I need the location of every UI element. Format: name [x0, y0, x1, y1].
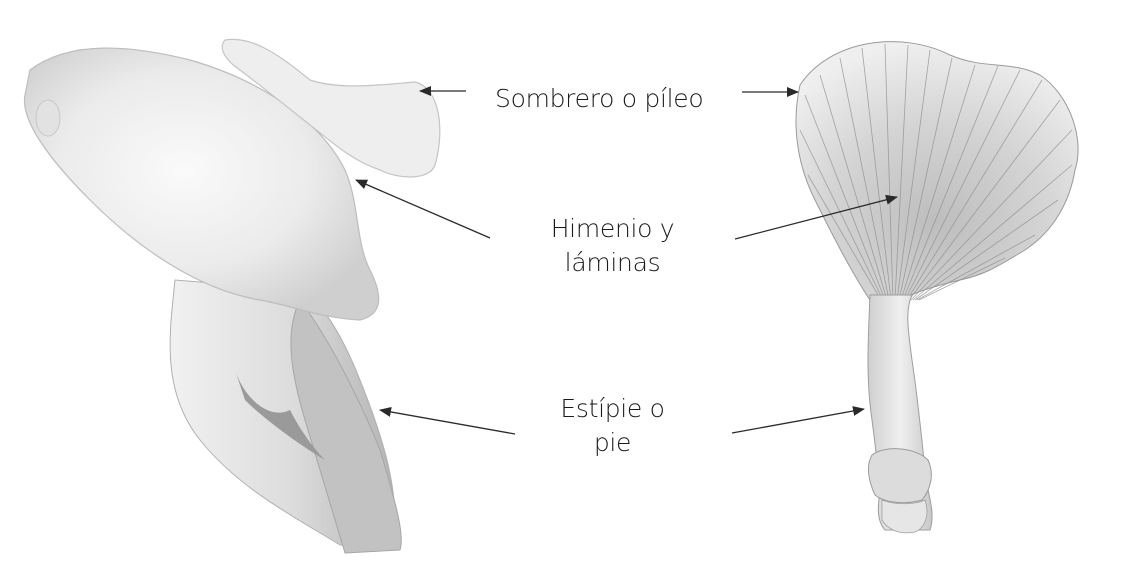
- label-pileus-text: Sombrero o píleo: [495, 82, 735, 116]
- label-hymenium: Himenio y láminas: [500, 212, 725, 280]
- right-mushroom-base: [868, 449, 931, 503]
- right-mushroom: [796, 42, 1078, 533]
- label-stipe-line2: pie: [500, 426, 725, 460]
- right-mushroom-base-bottom: [882, 500, 927, 533]
- left-mushroom: [24, 39, 439, 553]
- right-mushroom-cap: [796, 42, 1078, 300]
- label-stipe-line1: Estípie o: [500, 392, 725, 426]
- label-hymenium-line1: Himenio y: [500, 212, 725, 246]
- arrow-stipe-right: [732, 409, 864, 433]
- arrow-hymenium-left: [356, 180, 490, 238]
- label-pileus: Sombrero o píleo: [495, 82, 735, 116]
- label-hymenium-line2: láminas: [500, 246, 725, 280]
- left-mushroom-knob: [36, 100, 60, 136]
- arrow-stipe-left: [380, 410, 515, 434]
- label-stipe: Estípie o pie: [500, 392, 725, 460]
